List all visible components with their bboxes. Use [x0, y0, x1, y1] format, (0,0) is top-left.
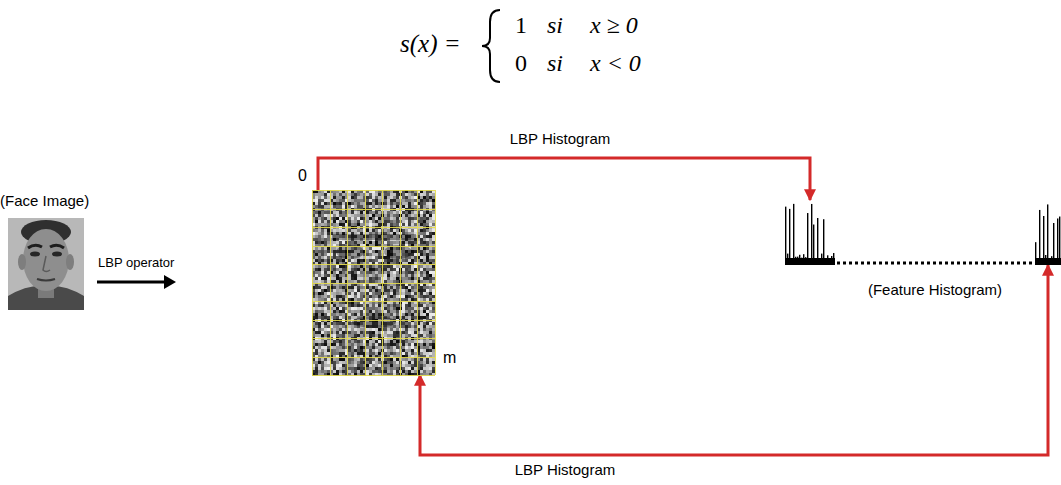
operator-arrow: [97, 281, 165, 284]
lbp-image: 0m: [312, 190, 435, 375]
formula-value: 0: [515, 50, 527, 78]
face-image-picture: [8, 218, 84, 310]
node-caption: (Face Image): [0, 192, 89, 210]
node-caption: 0: [298, 166, 307, 185]
formula-condition: x < 0: [590, 50, 641, 78]
formula-word: si: [547, 12, 563, 40]
lbp-histogram-picture: [1035, 200, 1061, 265]
formula-value: 1: [515, 12, 527, 40]
node-caption: m: [443, 348, 456, 367]
formula-word: si: [547, 50, 563, 78]
lbp-image-picture: [312, 190, 435, 375]
formula-brace: [482, 10, 500, 82]
edge-label: LBP Histogram: [511, 461, 620, 479]
edge-label: LBP Histogram: [506, 130, 615, 148]
lbp-histogram-picture: [785, 200, 835, 265]
lbp-histogram: [1035, 200, 1061, 265]
dotted-link: [837, 262, 1033, 265]
face-image: (Face Image): [8, 218, 84, 310]
formula-lhs: s(x) =: [400, 30, 461, 59]
feature-histogram: (Feature Histogram): [780, 195, 1061, 305]
formula-condition: x ≥ 0: [590, 12, 638, 40]
node-caption: (Feature Histogram): [835, 281, 1035, 299]
lbp-histogram: [785, 200, 835, 265]
histogram-arrow: [420, 265, 1048, 455]
histogram-arrow: [318, 158, 810, 200]
operator-label: LBP operator: [98, 256, 174, 271]
operator-arrowhead: [164, 275, 176, 289]
